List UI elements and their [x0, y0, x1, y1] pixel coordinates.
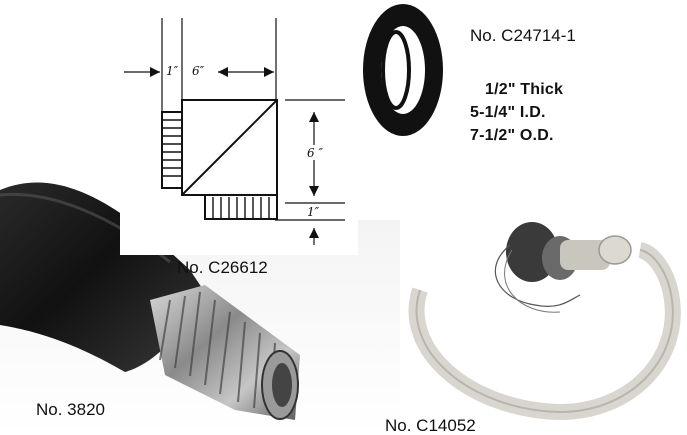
gasket-thickness: 1/2" Thick: [485, 81, 564, 98]
dim-bottom-collar: 1″: [307, 205, 320, 219]
gasket-label: No. C24714-1: [470, 26, 576, 45]
hose-label: No. 3820: [36, 400, 105, 419]
dim-body-width: 6″: [192, 64, 205, 78]
tubing-label: No. C14052: [385, 416, 476, 435]
dim-body-height: 6 ″: [307, 146, 323, 160]
elbow-label: No. C26612: [177, 258, 268, 277]
gasket-inner-diameter: 5-1/4" I.D.: [470, 104, 546, 121]
dim-collar-width: 1″: [166, 64, 179, 78]
gasket-outer-diameter: 7-1/2" O.D.: [470, 127, 554, 144]
